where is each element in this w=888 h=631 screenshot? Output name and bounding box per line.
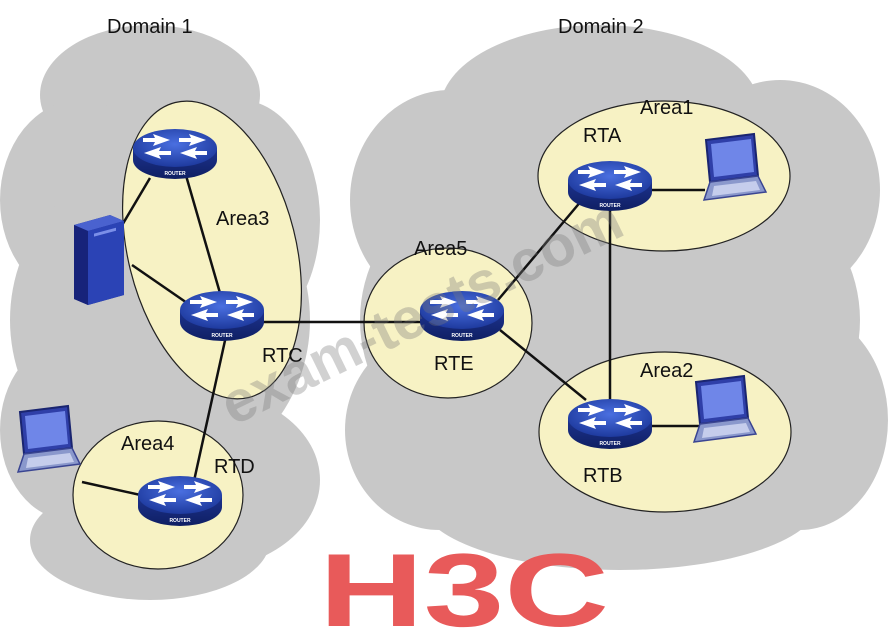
area4-label: Area4 (121, 433, 174, 455)
rtd-label: RTD (214, 456, 255, 478)
router-rta: ROUTER (568, 161, 652, 211)
server-icon (74, 215, 124, 305)
rtb-label: RTB (583, 465, 623, 487)
router-badge: ROUTER (451, 333, 473, 339)
router-badge: ROUTER (211, 333, 233, 339)
router-rtd: ROUTER (138, 476, 222, 526)
router-badge: ROUTER (599, 441, 621, 447)
router-rt3: ROUTER (133, 129, 217, 179)
domain-2-label: Domain 2 (558, 16, 644, 38)
router-rte: ROUTER (420, 291, 504, 341)
router-badge: ROUTER (164, 171, 186, 177)
area3-label: Area3 (216, 208, 269, 230)
area1-label: Area1 (640, 97, 693, 119)
rta-label: RTA (583, 125, 622, 147)
router-badge: ROUTER (169, 518, 191, 524)
link-rtd-laptop (81, 480, 146, 498)
rtc-label: RTC (262, 345, 303, 367)
link-rtc-rtd (190, 335, 228, 491)
area2-label: Area2 (640, 360, 693, 382)
rte-label: RTE (434, 353, 474, 375)
router-rtc: ROUTER (180, 291, 264, 341)
link-server-rtc (131, 263, 191, 307)
domain-1-label: Domain 1 (107, 16, 193, 38)
area5-label: Area5 (414, 238, 467, 260)
link-rte-rta (497, 199, 583, 301)
router-rtb: ROUTER (568, 399, 652, 449)
link-rt3-rtc (183, 171, 224, 301)
links (81, 171, 705, 498)
h3c-logo: H3C (319, 533, 609, 631)
link-rte-rtb (499, 329, 587, 401)
router-badge: ROUTER (599, 203, 621, 209)
